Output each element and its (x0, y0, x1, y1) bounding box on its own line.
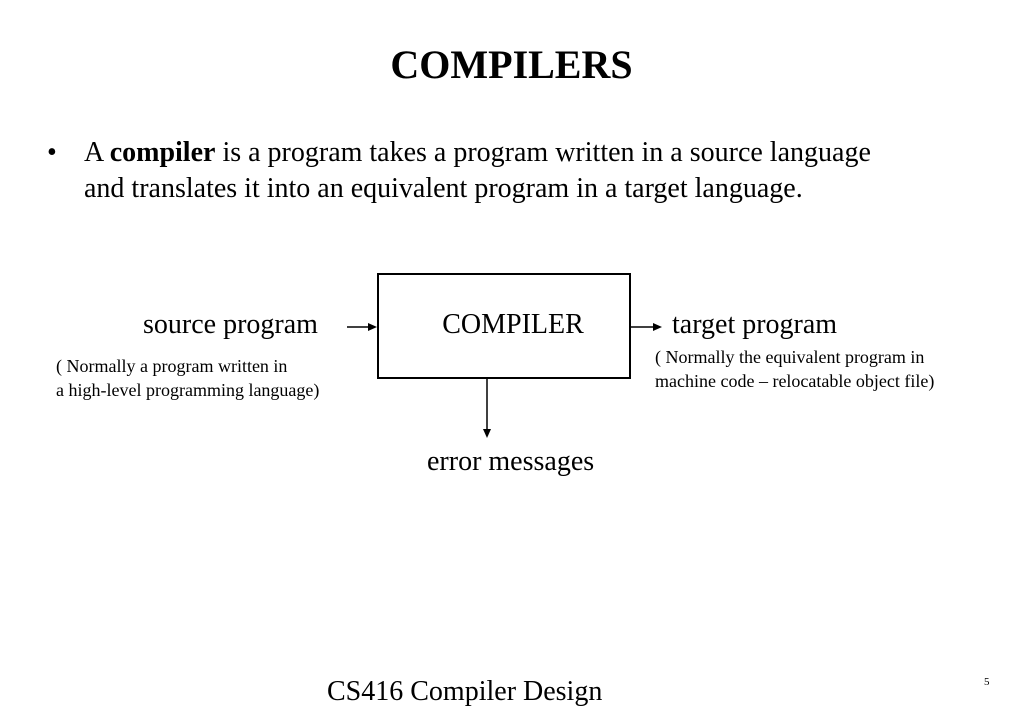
target-program-label: target program (672, 309, 838, 340)
source-note-line2: a high-level programming language) (56, 380, 320, 400)
compiler-box-label: COMPILER (442, 309, 584, 340)
bullet-bold-term: compiler (109, 137, 216, 168)
bullet-text: A compiler is a program takes a program … (84, 135, 1004, 207)
error-messages-label: error messages (427, 446, 595, 477)
target-program-note: ( Normally the equivalent program in mac… (655, 345, 934, 393)
target-note-line1: ( Normally the equivalent program in (655, 347, 925, 367)
error-arrow (483, 377, 491, 438)
footer-course-title: CS416 Compiler Design (327, 676, 603, 707)
bullet-line1-rest: is a program takes a program written in … (215, 137, 871, 168)
slide-title: COMPILERS (390, 42, 633, 87)
compiler-box (377, 273, 631, 379)
target-note-line2: machine code – relocatable object file) (655, 371, 935, 391)
source-note-line1: ( Normally a program written in (56, 356, 288, 376)
bullet-line2: and translates it into an equivalent pro… (84, 173, 803, 204)
input-arrow (347, 323, 377, 331)
source-program-note: ( Normally a program written in a high-l… (56, 354, 319, 402)
bullet-prefix: A (84, 137, 110, 168)
page-number: 5 (984, 676, 990, 688)
source-program-label: source program (143, 309, 318, 340)
bullet-marker: • (47, 137, 57, 168)
